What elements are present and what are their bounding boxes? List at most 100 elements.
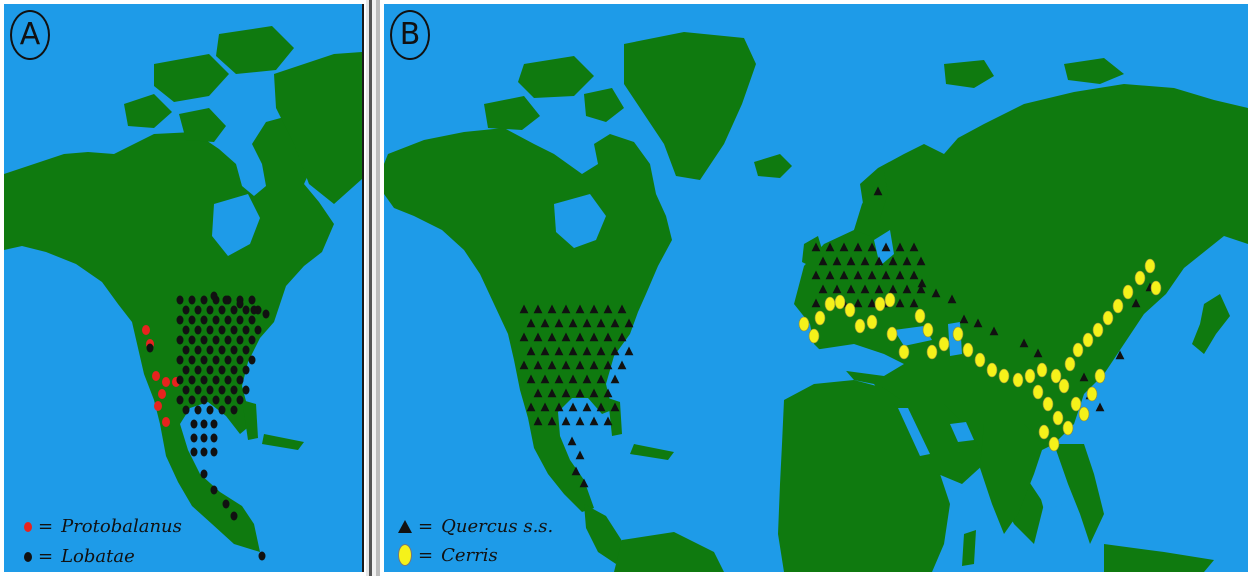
quercus-point — [547, 332, 557, 342]
protobalanus-point — [162, 377, 170, 387]
quercus-point — [519, 360, 529, 370]
quercus-point — [917, 278, 927, 288]
quercus-point — [895, 270, 905, 280]
lobatae-point — [182, 405, 190, 415]
protobalanus-point — [142, 325, 150, 335]
panel-a-label: A — [10, 10, 50, 60]
lobatae-point — [222, 499, 230, 509]
quercus-point — [853, 242, 863, 252]
lobatae-point — [250, 305, 258, 315]
iceland — [754, 154, 792, 178]
cerris-point — [1112, 298, 1124, 314]
cerris-point — [1052, 410, 1064, 426]
quercus-point — [526, 402, 536, 412]
caribbean-island — [262, 434, 304, 450]
quercus-point — [596, 402, 606, 412]
quercus-point — [533, 332, 543, 342]
lobatae-point — [200, 355, 208, 365]
lobatae-point — [242, 305, 250, 315]
quercus-points — [519, 186, 1155, 488]
lobatae-point — [176, 375, 184, 385]
arctic-island — [484, 96, 540, 130]
cerris-points — [798, 258, 1162, 452]
legend-label-lobatae: Lobatae — [61, 546, 135, 567]
quercus-point — [561, 332, 571, 342]
lobatae-point — [200, 375, 208, 385]
lobatae-point — [236, 395, 244, 405]
lobatae-point — [194, 365, 202, 375]
quercus-point — [867, 242, 877, 252]
quercus-point — [902, 256, 912, 266]
lobatae-point — [182, 365, 190, 375]
lobatae-point — [200, 395, 208, 405]
cerris-point — [1062, 420, 1074, 436]
lobatae-points — [146, 291, 270, 561]
lobatae-point — [176, 335, 184, 345]
lobatae-point — [230, 305, 238, 315]
quercus-point — [571, 466, 581, 476]
lobatae-point — [224, 335, 232, 345]
bay-of-bengal — [1034, 470, 1064, 510]
red-dot-icon — [24, 521, 32, 532]
lobatae-point — [210, 291, 218, 301]
lobatae-point — [218, 385, 226, 395]
cerris-point — [834, 294, 846, 310]
lobatae-point — [176, 295, 184, 305]
madagascar — [962, 530, 976, 566]
lobatae-point — [224, 375, 232, 385]
quercus-point — [526, 318, 536, 328]
lobatae-point — [194, 385, 202, 395]
quercus-point — [860, 284, 870, 294]
protobalanus-point — [162, 417, 170, 427]
cerris-point — [1050, 368, 1062, 384]
quercus-point — [554, 374, 564, 384]
quercus-point — [902, 284, 912, 294]
florida — [608, 398, 622, 436]
lobatae-point — [176, 395, 184, 405]
cerris-point — [884, 292, 896, 308]
greenland — [274, 52, 362, 204]
greenland — [624, 32, 756, 180]
cerris-point — [1078, 406, 1090, 422]
panel-divider — [366, 0, 380, 576]
panel-b-label: B — [390, 10, 430, 60]
panel-a-svg — [4, 26, 362, 561]
quercus-point — [825, 242, 835, 252]
cerris-point — [866, 314, 878, 330]
cerris-point — [1082, 332, 1094, 348]
quercus-point — [881, 270, 891, 280]
cerris-point — [798, 316, 810, 332]
cerris-point — [844, 302, 856, 318]
quercus-point — [582, 318, 592, 328]
lobatae-point — [236, 315, 244, 325]
quercus-point — [575, 332, 585, 342]
cerris-point — [1036, 362, 1048, 378]
quercus-point — [874, 284, 884, 294]
quercus-point — [547, 416, 557, 426]
quercus-point — [888, 284, 898, 294]
lobatae-point — [242, 325, 250, 335]
india — [980, 424, 1044, 534]
quercus-point — [540, 346, 550, 356]
legend-cerris: = Cerris — [398, 544, 498, 566]
quercus-point — [881, 242, 891, 252]
lobatae-point — [248, 295, 256, 305]
lobatae-point — [230, 325, 238, 335]
panel-a-land — [4, 26, 362, 552]
quercus-point — [909, 242, 919, 252]
lobatae-point — [236, 355, 244, 365]
lobatae-point — [182, 385, 190, 395]
quercus-point — [561, 416, 571, 426]
japan — [1192, 294, 1230, 354]
quercus-point — [989, 326, 999, 336]
lobatae-point — [248, 335, 256, 345]
panel-b-svg — [384, 32, 1248, 572]
quercus-point — [540, 402, 550, 412]
south-america-top — [614, 532, 724, 572]
quercus-point — [589, 304, 599, 314]
lobatae-point — [194, 405, 202, 415]
lobatae-point — [188, 395, 196, 405]
quercus-point — [561, 304, 571, 314]
quercus-point — [624, 346, 634, 356]
indonesia — [1104, 544, 1214, 572]
